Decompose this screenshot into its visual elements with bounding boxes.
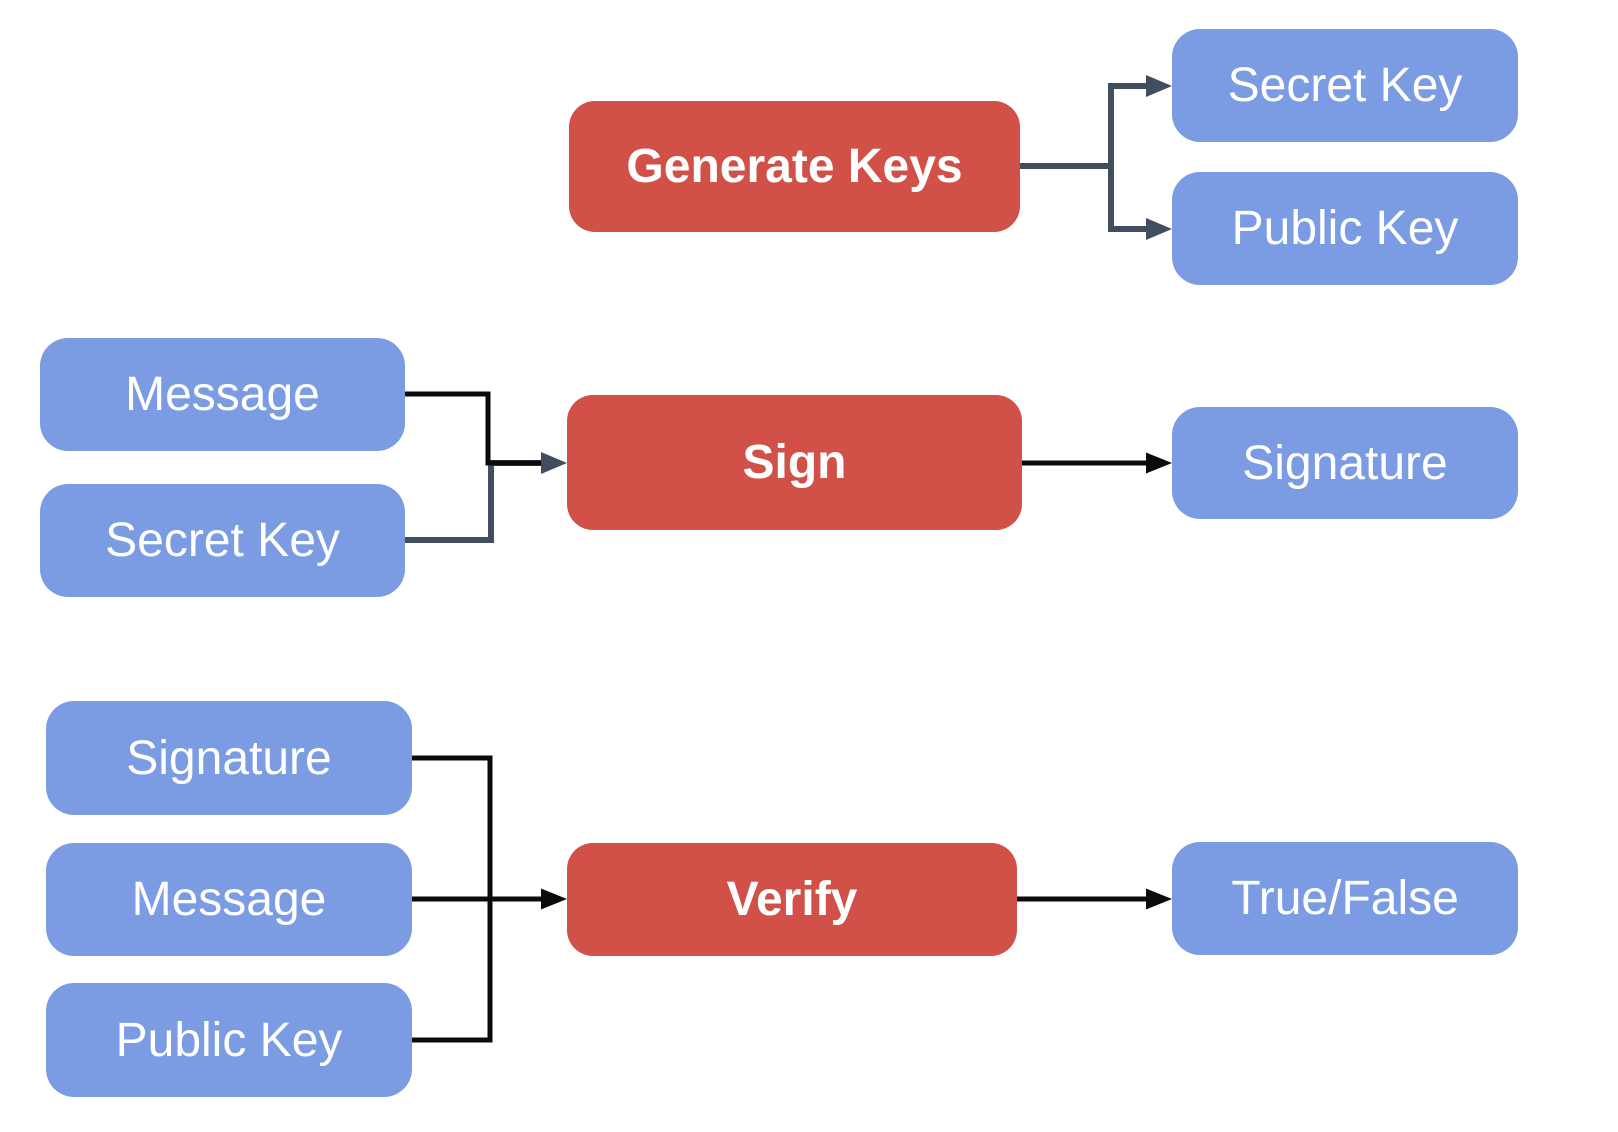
- node-sign: Sign: [567, 395, 1022, 530]
- arrowhead-to-sign: [541, 452, 567, 474]
- node-secret-key-sign-input-label: Secret Key: [105, 514, 340, 567]
- node-signature-verify-input: Signature: [46, 701, 412, 815]
- node-public-key-output: Public Key: [1172, 172, 1518, 285]
- edge-verify-to-true-false: [1017, 888, 1172, 910]
- node-generate-keys: Generate Keys: [569, 101, 1020, 232]
- node-true-false-label: True/False: [1231, 872, 1459, 925]
- node-public-key-output-label: Public Key: [1231, 202, 1459, 255]
- edge-sign-to-signature: [1022, 452, 1172, 474]
- node-secret-key-sign-input: Secret Key: [40, 484, 405, 597]
- node-public-key-verify-input-label: Public Key: [115, 1013, 343, 1067]
- edge-inputs-to-verify: [412, 755, 567, 1043]
- node-verify-label: Verify: [726, 873, 858, 926]
- node-secret-key-output: Secret Key: [1172, 29, 1518, 142]
- edge-secret-key-to-sign: [405, 460, 541, 543]
- edge-message-to-sign: [405, 391, 567, 474]
- node-message-verify-input-label: Message: [131, 873, 327, 926]
- arrowhead-to-true-false: [1146, 888, 1172, 910]
- node-signature-output-label: Signature: [1242, 436, 1448, 490]
- node-signature-output: Signature: [1172, 407, 1518, 519]
- node-secret-key-output-label: Secret Key: [1227, 59, 1463, 112]
- node-signature-verify-input-label: Signature: [126, 731, 332, 785]
- arrowhead-to-secret-key: [1146, 75, 1172, 97]
- arrowhead-to-public-key: [1146, 218, 1172, 240]
- arrowhead-to-verify: [541, 888, 567, 910]
- arrowhead-to-signature: [1146, 452, 1172, 474]
- node-generate-keys-label: Generate Keys: [626, 140, 963, 193]
- node-message-sign-input-label: Message: [125, 368, 320, 421]
- edge-generate-keys-to-keys: [1020, 75, 1172, 240]
- node-message-sign-input: Message: [40, 338, 405, 451]
- node-verify: Verify: [567, 843, 1017, 956]
- node-message-verify-input: Message: [46, 843, 412, 956]
- node-true-false: True/False: [1172, 842, 1518, 955]
- node-sign-label: Sign: [742, 436, 847, 489]
- node-public-key-verify-input: Public Key: [46, 983, 412, 1097]
